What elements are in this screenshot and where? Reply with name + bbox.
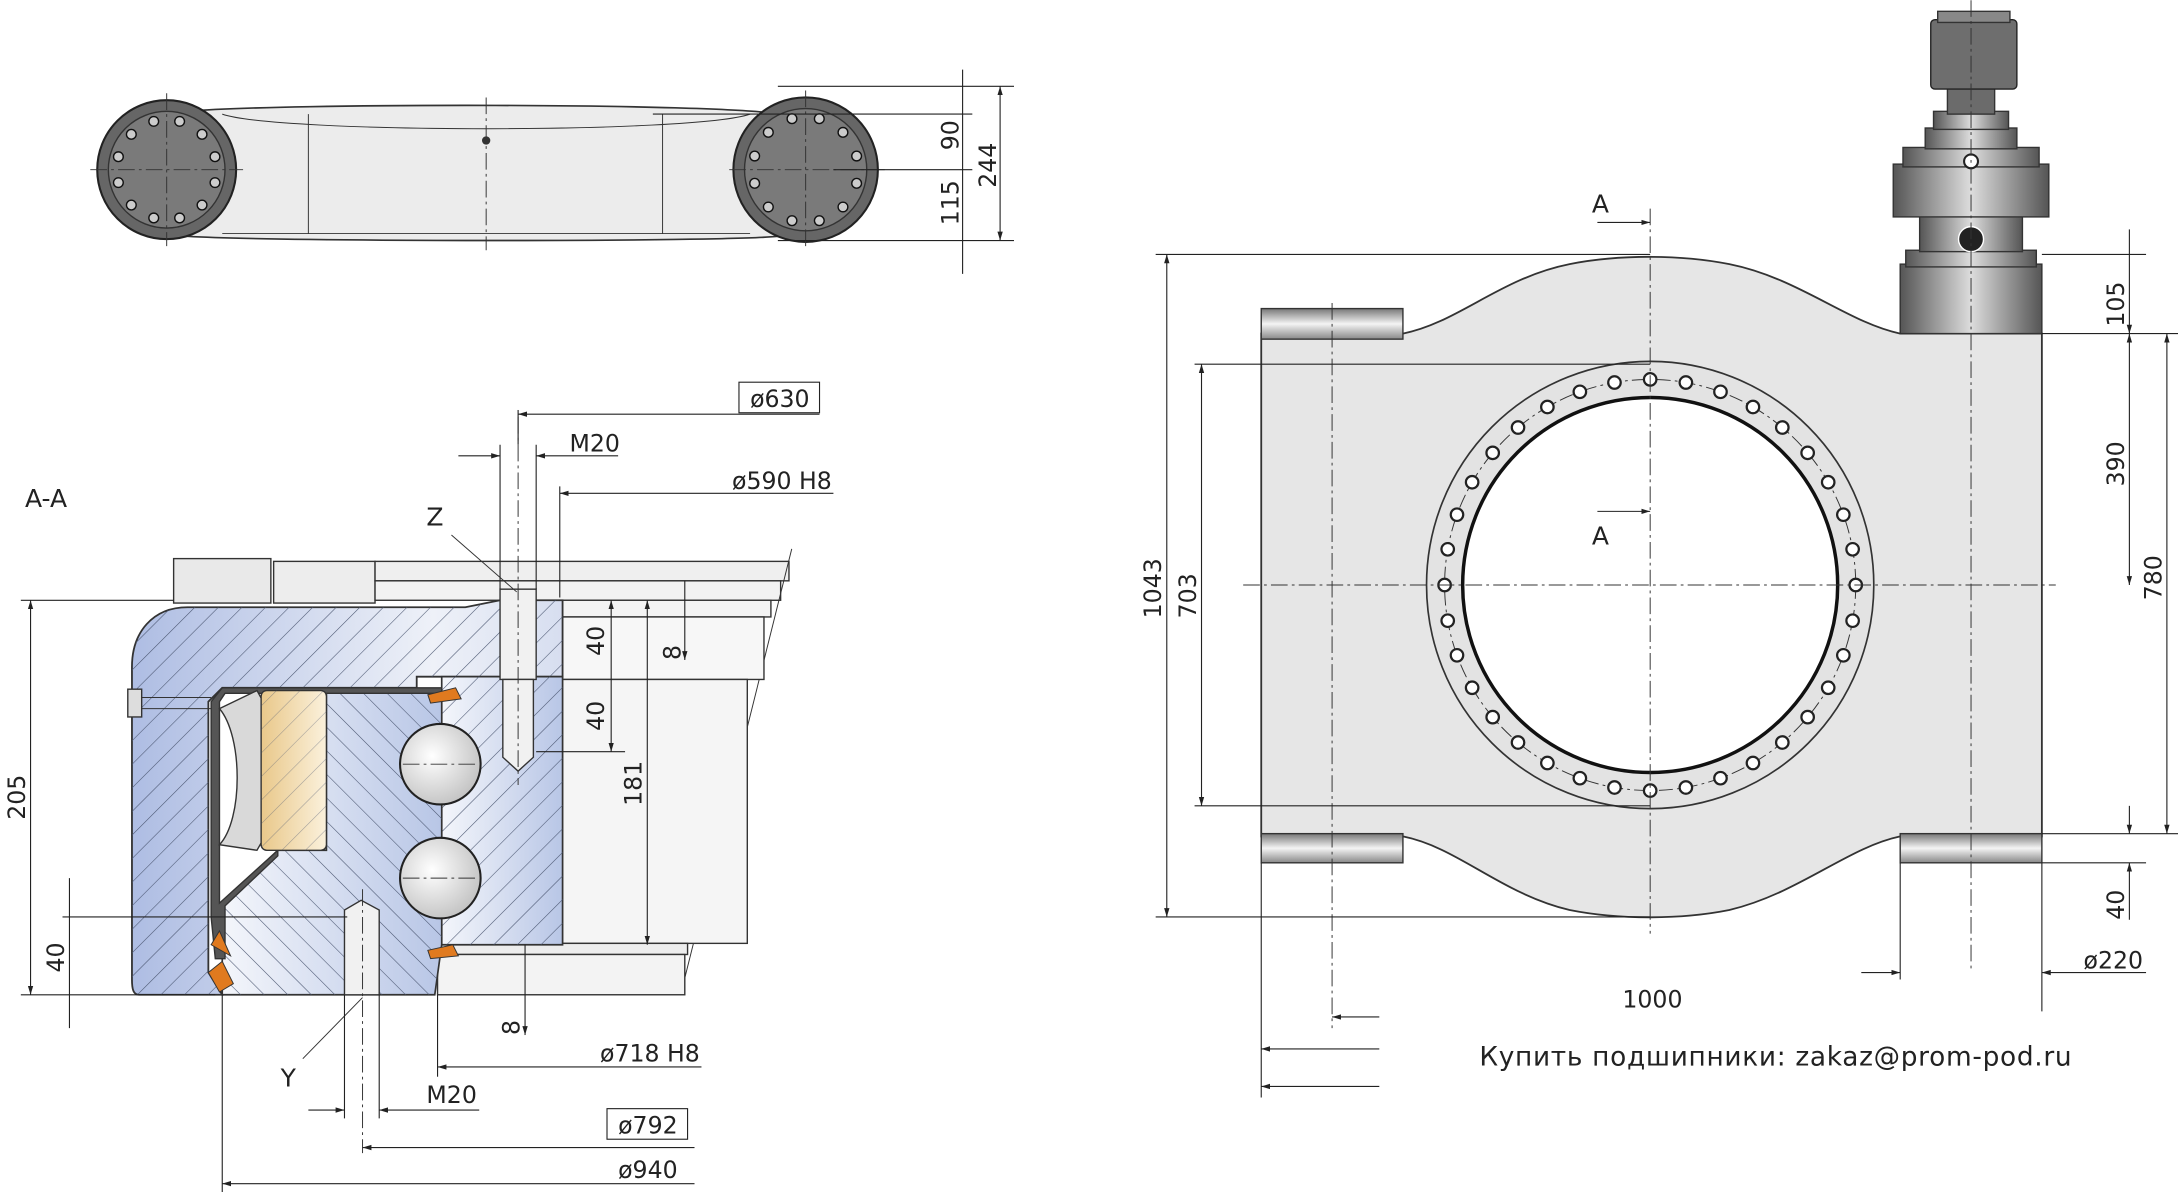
dim-h1043: 1043 — [1139, 558, 1167, 618]
bolt-hole-icon — [1774, 420, 1790, 435]
bolt-hole-icon — [1607, 375, 1622, 390]
bolt-y — [343, 899, 380, 996]
flange-bolt-icon — [196, 128, 208, 140]
flange-bolt-icon — [762, 201, 774, 213]
bolt-hole-icon — [1485, 709, 1501, 725]
section-mark-top: A — [1592, 190, 1609, 219]
flange-bolt-icon — [749, 150, 761, 162]
dim-d792: ø792 — [618, 1112, 678, 1140]
dim-w1000: 1000 — [1622, 985, 1682, 1013]
bolt-hole-icon — [1510, 735, 1526, 750]
top-view: 90 115 244 — [90, 69, 1014, 274]
section-title: A-A — [25, 484, 67, 513]
footer-note: Купить подшипники: zakaz@prom-pod.ru — [1479, 1043, 2072, 1073]
flange-bolt-icon — [851, 150, 863, 162]
bolt-hole-icon — [1835, 647, 1851, 663]
dim-h40-b: 40 — [582, 701, 610, 731]
dim-244: 244 — [974, 143, 1002, 188]
section-a-a: A-A — [3, 381, 834, 1193]
flange-bolt-icon — [125, 128, 137, 140]
section-mark-bottom: A — [1592, 522, 1609, 551]
inner-ring — [221, 689, 443, 996]
dim-h40-a: 40 — [582, 626, 610, 656]
dim-h40-left: 40 — [42, 942, 70, 972]
flange-bolt-icon — [749, 177, 761, 189]
seal-profile — [210, 687, 443, 960]
flange-bolt-icon — [813, 113, 825, 125]
dim-h205: 205 — [3, 775, 31, 820]
bolt-hole-icon — [1745, 399, 1761, 415]
bolt-hole-icon — [1440, 613, 1456, 629]
bolt-hole-icon — [1678, 780, 1694, 795]
dim-d590: ø590 H8 — [732, 467, 832, 495]
flange-bolt-icon — [209, 151, 221, 163]
bolt-hole-icon — [1820, 680, 1836, 696]
bolt-hole-icon — [1800, 445, 1816, 461]
bolt-hole-icon — [1800, 709, 1816, 725]
dim-h780: 780 — [2139, 555, 2167, 600]
flange-bolt-icon — [112, 177, 124, 189]
ring-body — [186, 104, 779, 242]
dim-h703: 703 — [1174, 573, 1202, 618]
flange-bolt-icon — [209, 177, 221, 189]
flange-bolt-icon — [813, 215, 825, 227]
flange-bolt-icon — [174, 212, 186, 224]
bolt-hole-icon — [1449, 647, 1465, 663]
dim-d940: ø940 — [618, 1156, 678, 1184]
bolt-hole-icon — [1572, 384, 1588, 400]
dim-m20-top: M20 — [570, 430, 620, 458]
bolt-hole-icon — [1572, 770, 1588, 786]
dim-h8-top: 8 — [659, 645, 687, 660]
bolt-hole-icon — [1713, 384, 1728, 400]
flange-bolt-icon — [851, 177, 863, 189]
bolt-hole-icon — [1607, 780, 1622, 795]
bolt-hole-icon — [1713, 770, 1728, 786]
bolt-hole-icon — [1485, 445, 1501, 461]
flange-bolt-icon — [762, 126, 774, 138]
bolt-hole-icon — [1678, 375, 1694, 390]
flange-bolt-icon — [786, 215, 798, 227]
front-view: A A 1043 703 105 390 780 40 ø220 — [1139, 0, 2178, 1098]
dim-m20-bottom: M20 — [426, 1081, 476, 1109]
bolt-hole-icon — [1449, 507, 1465, 523]
dim-h8-bottom: 8 — [497, 1020, 525, 1035]
flange-bolt-icon — [148, 212, 160, 224]
dim-d220: ø220 — [2084, 946, 2144, 974]
bolt-hole-icon — [1464, 680, 1480, 696]
bolt-circle — [1437, 372, 1864, 798]
dim-h40: 40 — [2102, 890, 2130, 920]
bolt-hole-icon — [1540, 399, 1555, 415]
flange-bolt-icon — [837, 126, 849, 138]
dim-h181: 181 — [620, 761, 648, 806]
bolt-hole-icon — [1540, 755, 1555, 771]
dim-115: 115 — [936, 180, 964, 225]
flange-bolt-icon — [148, 115, 160, 127]
flange-bolt-icon — [786, 113, 798, 125]
bolt-hole-icon — [1510, 420, 1526, 435]
flange-bolt-icon — [125, 199, 137, 211]
flange-bolt-icon — [174, 115, 186, 127]
dim-d630: ø630 — [750, 385, 810, 413]
bolt-hole-icon — [1845, 541, 1860, 557]
bolt-hole-icon — [1774, 735, 1790, 750]
dim-h390: 390 — [2102, 441, 2130, 486]
label-z: Z — [426, 502, 443, 531]
bolt-hole-icon — [1745, 755, 1761, 771]
dim-90: 90 — [936, 120, 964, 150]
flange-bolt-icon — [837, 201, 849, 213]
bolt-hole-icon — [1845, 613, 1860, 629]
dim-h105: 105 — [2102, 282, 2130, 327]
flange-bolt-icon — [112, 151, 124, 163]
bolt-hole-icon — [1440, 541, 1456, 557]
dim-d718: ø718 H8 — [600, 1039, 700, 1067]
bolt-hole-icon — [1820, 474, 1836, 490]
label-y: Y — [280, 1063, 297, 1092]
bolt-hole-icon — [1464, 474, 1480, 490]
flange-bolt-icon — [196, 199, 208, 211]
bolt-hole-icon — [1835, 507, 1851, 523]
